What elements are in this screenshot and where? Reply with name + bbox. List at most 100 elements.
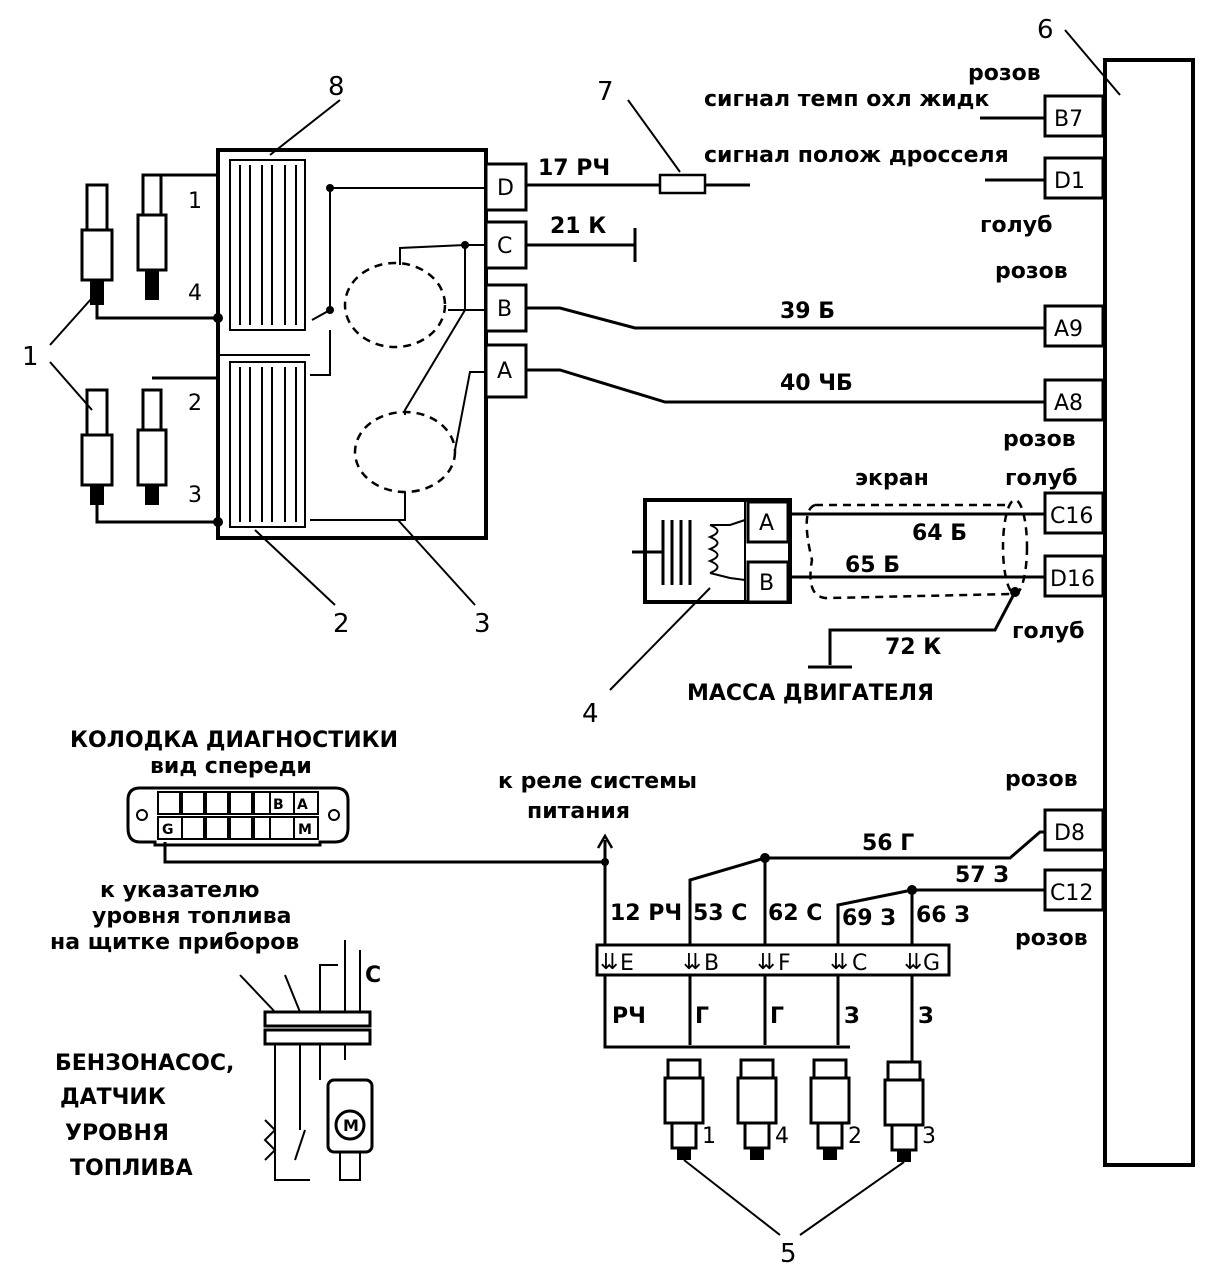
svg-text:⇊: ⇊ [683,950,701,975]
injector-num-2: 2 [848,1124,862,1149]
pump-label-line1: БЕНЗОНАСОС, [55,1051,234,1076]
wire-label-64: 64 Б [912,521,967,546]
injector-1 [663,1058,705,1160]
wire-label-72: 72 К [885,635,941,660]
svg-text:B: B [759,571,774,596]
svg-text:A9: A9 [1054,317,1083,342]
gauge-label-line2: уровня топлива [92,904,291,929]
diag-pin-a: A [297,797,308,813]
svg-text:D8: D8 [1054,821,1085,846]
ecu-pin-b7: B7 [980,94,1105,138]
svg-text:D1: D1 [1054,169,1085,194]
callout-2: 2 [333,609,350,639]
svg-text:C16: C16 [1050,504,1093,529]
spark-plug-inner-top [136,173,168,300]
label-golub-1: голуб [980,213,1052,238]
spark-plug-outer-top [80,183,114,305]
fuse-7 [658,173,707,195]
callout-4: 4 [582,699,599,729]
ecu-pin-d8: D8 [1043,808,1105,852]
ecu-pin-a8: A8 [1043,378,1105,422]
injector-4 [736,1058,778,1160]
svg-text:B7: B7 [1054,107,1083,132]
wire-label-57: 57 З [955,863,1009,888]
label-coolant-signal: сигнал темп охл жидк [704,87,989,112]
injector-connector: ⇊E ⇊B ⇊F ⇊C ⇊G [595,943,951,977]
svg-text:A8: A8 [1054,391,1083,416]
pump-c-label: C [365,963,381,988]
wire-label-66: 66 З [916,903,970,928]
label-rozov-5: розов [1015,926,1088,951]
spark-plug-outer-bottom [80,388,114,505]
wire-label-65: 65 Б [845,553,900,578]
spark-plug-inner-bottom [136,388,168,505]
diagnostic-connector: B A G M [126,786,350,847]
callout-7: 7 [597,77,614,107]
callout-5: 5 [780,1239,797,1269]
ecu-pin-d16: D16 [1043,554,1105,598]
wire-label-40: 40 ЧБ [780,371,853,396]
svg-text:C12: C12 [1050,881,1093,906]
wire-56-53 [688,830,1045,945]
label-ekran: экран [855,466,929,491]
ecu-pin-d1: D1 [985,156,1105,200]
ecu-unit: 6 [1037,15,1195,1167]
svg-text:D16: D16 [1050,567,1095,592]
wire-label-21: 21 К [550,214,606,239]
inj-color-1: РЧ [612,1004,646,1029]
label-rozov-3: розов [1003,427,1076,452]
label-golub-2: голуб [1005,466,1077,491]
wire-diag-g [163,842,605,864]
wire-label-62: 62 С [768,901,822,926]
injector-num-4: 4 [775,1124,789,1149]
spark-plugs: 1 4 2 3 [80,173,223,527]
wire-label-53: 53 С [693,901,747,926]
svg-text:D: D [497,176,514,201]
label-rozov-2: розов [995,259,1068,284]
injector-2 [809,1058,851,1160]
diag-subtitle: вид спереди [150,754,312,779]
coil-pin-d: D [484,162,528,212]
shield-ekran [805,503,1011,600]
ecu-pin-a9: A9 [1043,304,1105,348]
callout-6: 6 [1037,15,1054,45]
callout-1: 1 [22,342,39,372]
svg-text:A: A [759,511,774,536]
sensor-pin-b: B [746,560,790,604]
callout-3: 3 [474,609,491,639]
label-golub-3: голуб [1012,619,1084,644]
inj-color-5: З [918,1004,934,1029]
injector-num-3: 3 [922,1124,936,1149]
wire-label-69: 69 З [842,906,896,931]
wire-39 [526,306,1045,330]
diag-pin-g: G [162,822,174,838]
svg-text:M: M [343,1116,359,1135]
label-throttle-signal: сигнал полож дросселя [704,143,1009,168]
injector-num-1: 1 [702,1124,716,1149]
coil-pin-b: B [484,283,528,333]
wire-57-69 [836,888,1045,945]
relay-label-line2: питания [527,799,630,824]
relay-label-line1: к реле системы [498,769,697,794]
coil-pin-c: C [484,220,528,270]
wire-label-56: 56 Г [862,831,914,856]
svg-text:⇊: ⇊ [757,950,775,975]
wire-label-17: 17 РЧ [538,156,610,181]
inj-pin-b: B [704,951,719,976]
svg-text:B: B [497,297,512,322]
ecu-pin-c12: C12 [1043,868,1105,912]
inj-pin-g: G [923,951,940,976]
inj-pin-f: F [778,951,791,976]
label-rozov-top: розов [968,61,1041,86]
inj-pin-e: E [620,951,634,976]
label-rozov-4: розов [1005,767,1078,792]
callout-8: 8 [328,72,345,102]
diag-title: КОЛОДКА ДИАГНОСТИКИ [70,728,398,753]
inj-color-2: Г [695,1004,709,1029]
coil-terminal-4: 4 [188,281,202,306]
coil-terminal-1: 1 [188,189,202,214]
diag-pin-m: M [298,822,312,838]
injector-3 [883,1060,925,1162]
fuel-pump-assembly: M [239,940,374,1181]
